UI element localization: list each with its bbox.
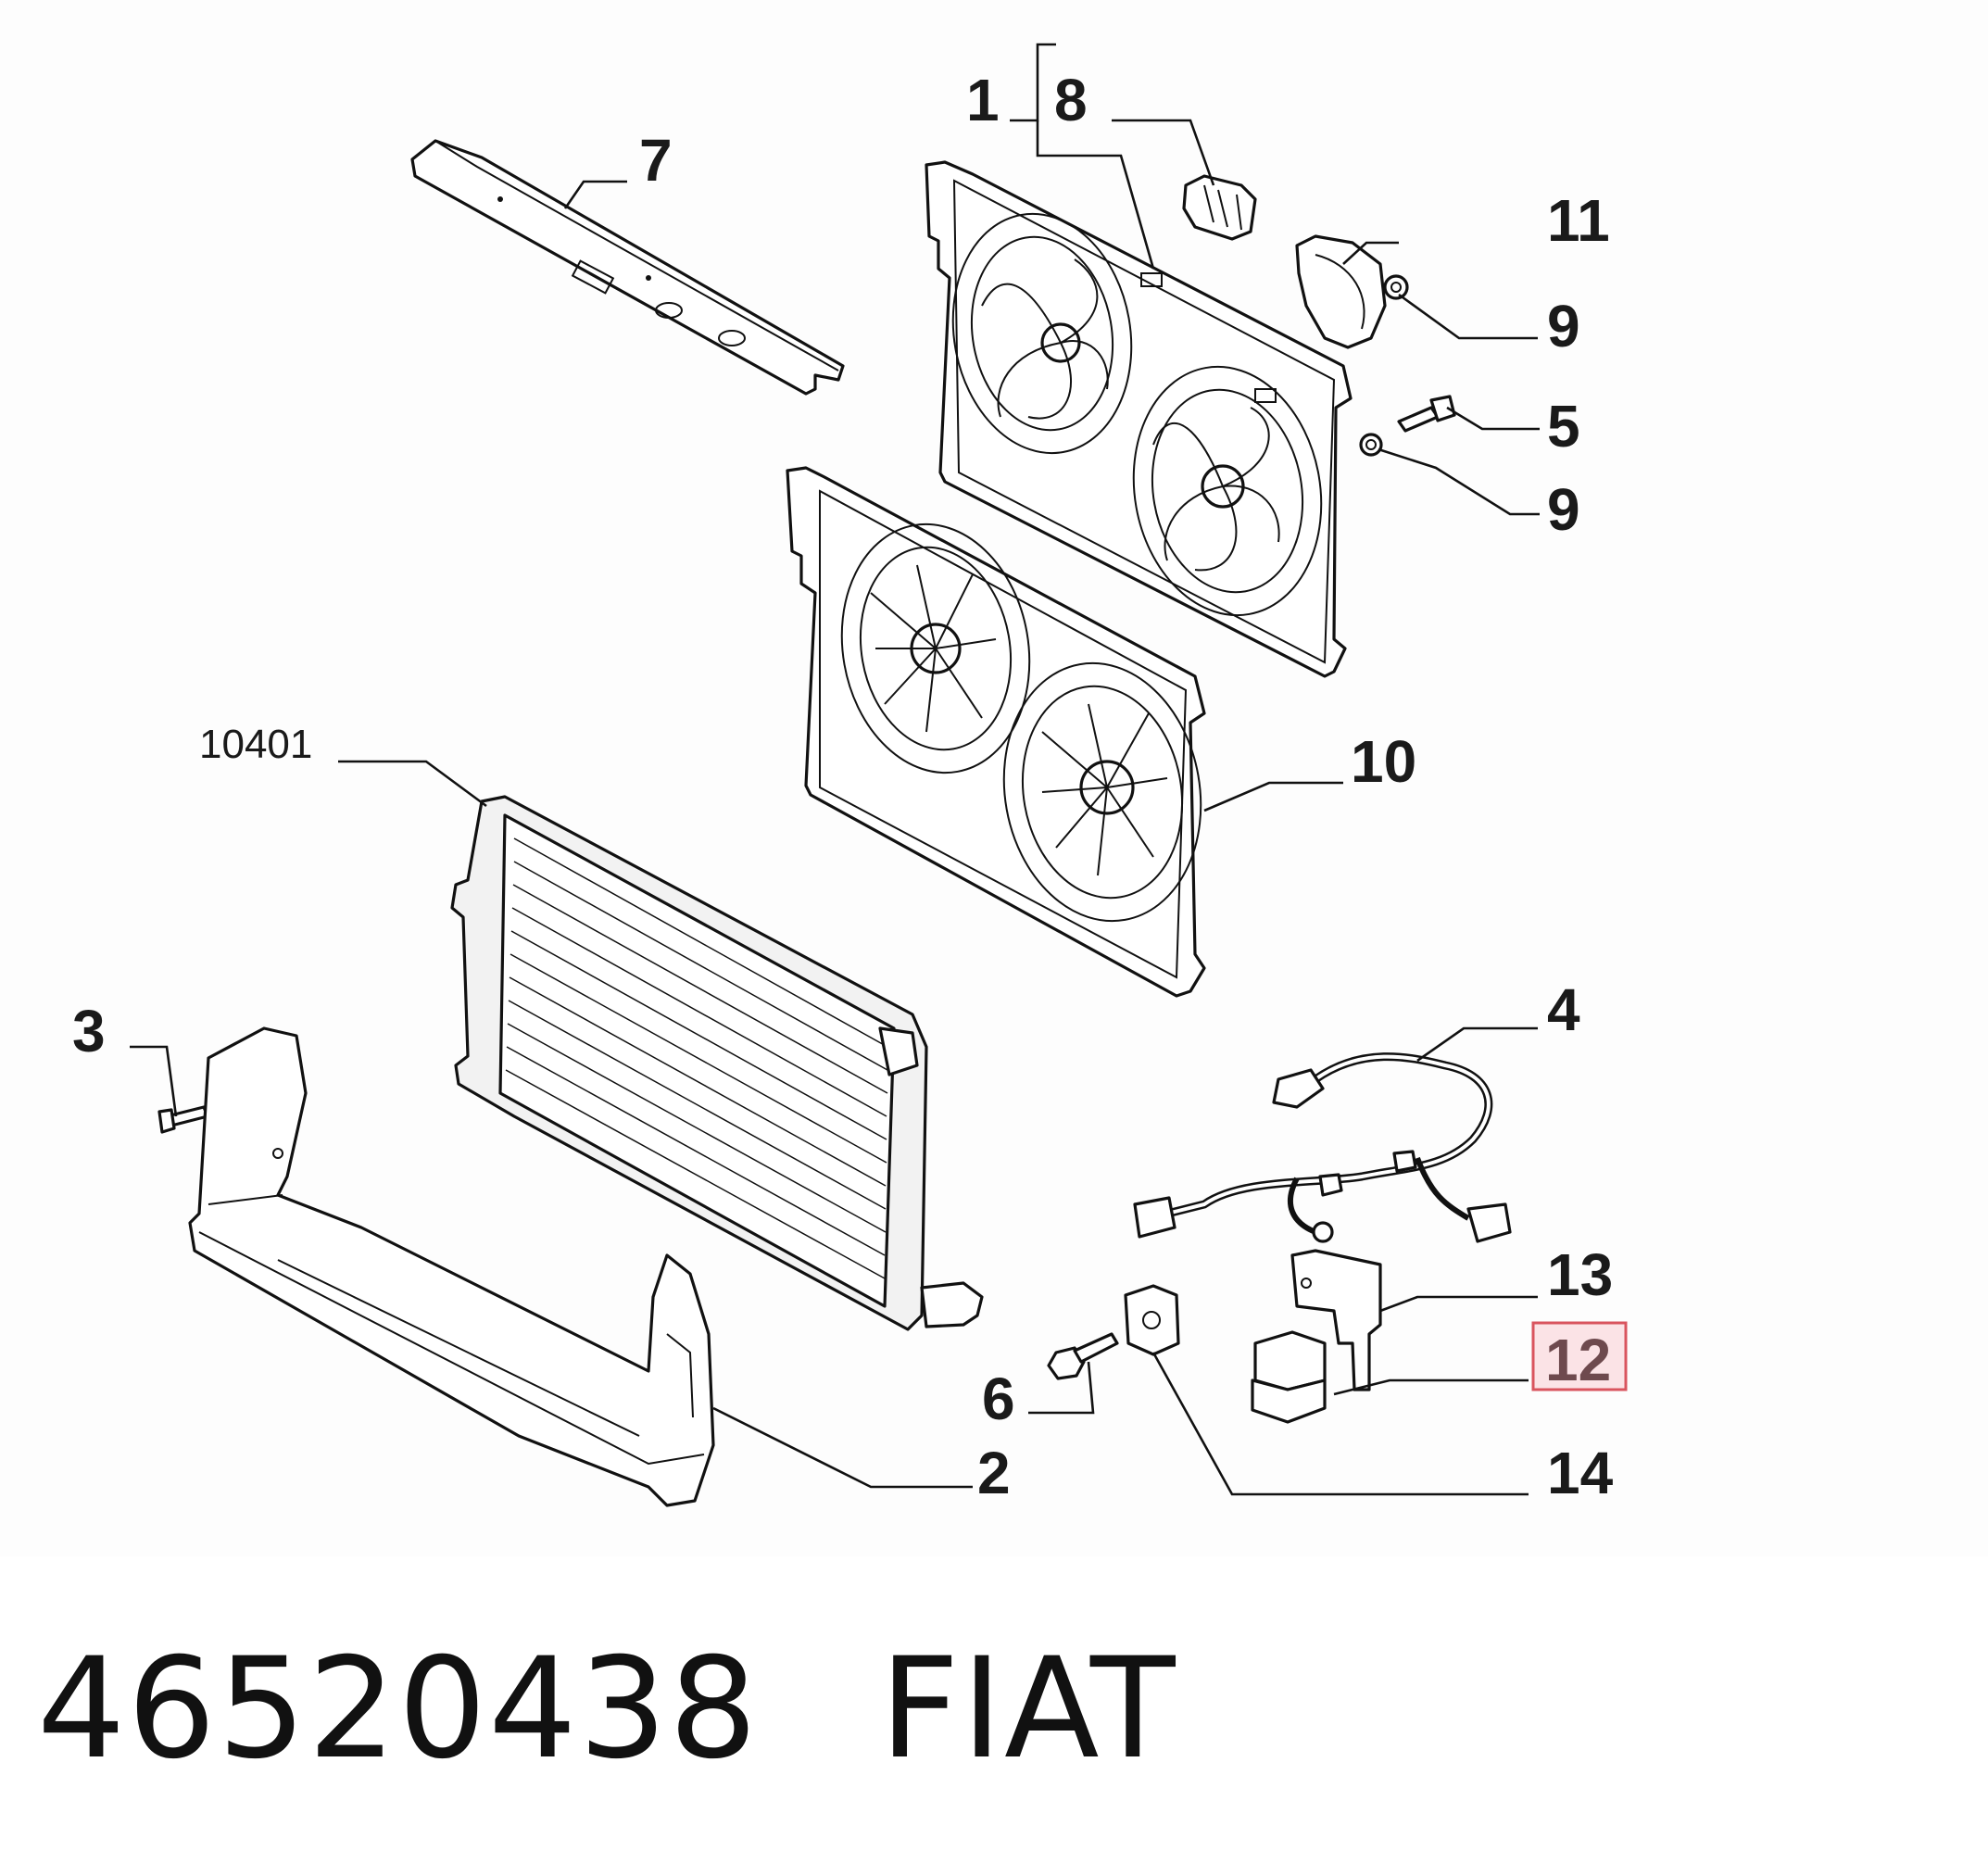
brand-name: FIAT [879, 1629, 1177, 1790]
part-3-bolt [157, 1105, 209, 1134]
part-9-nut-upper [1383, 274, 1409, 300]
callout-labels: 1 8 7 11 9 5 9 10401 10 3 4 13 12 6 2 14 [72, 67, 1628, 1506]
callout-3: 3 [72, 998, 106, 1064]
callout-10401: 10401 [199, 722, 312, 767]
part-8-resistor [1182, 174, 1257, 241]
callout-1: 1 [966, 67, 1000, 133]
parts-diagram: 1 8 7 11 9 5 9 10401 10 3 4 13 12 6 2 14 [72, 43, 1628, 1507]
part-5-screw [1397, 395, 1456, 433]
part-7-upper-panel [410, 139, 845, 396]
callout-5: 5 [1547, 393, 1580, 459]
callout-8: 8 [1054, 67, 1088, 133]
part-number: 46520438 [37, 1629, 760, 1790]
part-1-fan-shroud [925, 160, 1353, 678]
callout-6: 6 [982, 1366, 1015, 1432]
callout-9-lower: 9 [1547, 476, 1580, 543]
callout-10: 10 [1351, 728, 1416, 795]
part-2-air-deflector [188, 1026, 715, 1507]
part-12-relay [1251, 1330, 1327, 1424]
callout-9-upper: 9 [1547, 293, 1580, 359]
callout-4: 4 [1547, 976, 1580, 1043]
callout-13: 13 [1547, 1241, 1613, 1308]
callout-2: 2 [977, 1440, 1011, 1506]
footer: 46520438 FIAT [37, 1629, 1177, 1790]
callout-11: 11 [1547, 187, 1610, 254]
part-14-clip [1124, 1284, 1180, 1356]
part-4-wiring-harness [1133, 1052, 1512, 1243]
part-6-screw [1047, 1332, 1119, 1380]
part-11-cover [1295, 234, 1387, 349]
exploded-view-drawing: 1 8 7 11 9 5 9 10401 10 3 4 13 12 6 2 14 [72, 43, 1628, 1507]
callout-12-highlight [1531, 1321, 1628, 1391]
callout-12: 12 [1545, 1327, 1611, 1393]
callout-7: 7 [639, 127, 673, 194]
part-10401-radiator [450, 795, 984, 1331]
part-10-fan-shroud [786, 466, 1206, 998]
part-9-nut-lower [1359, 433, 1383, 457]
callout-14: 14 [1547, 1440, 1614, 1506]
leader-lines [130, 43, 1540, 1496]
part-13-bracket [1290, 1249, 1382, 1391]
